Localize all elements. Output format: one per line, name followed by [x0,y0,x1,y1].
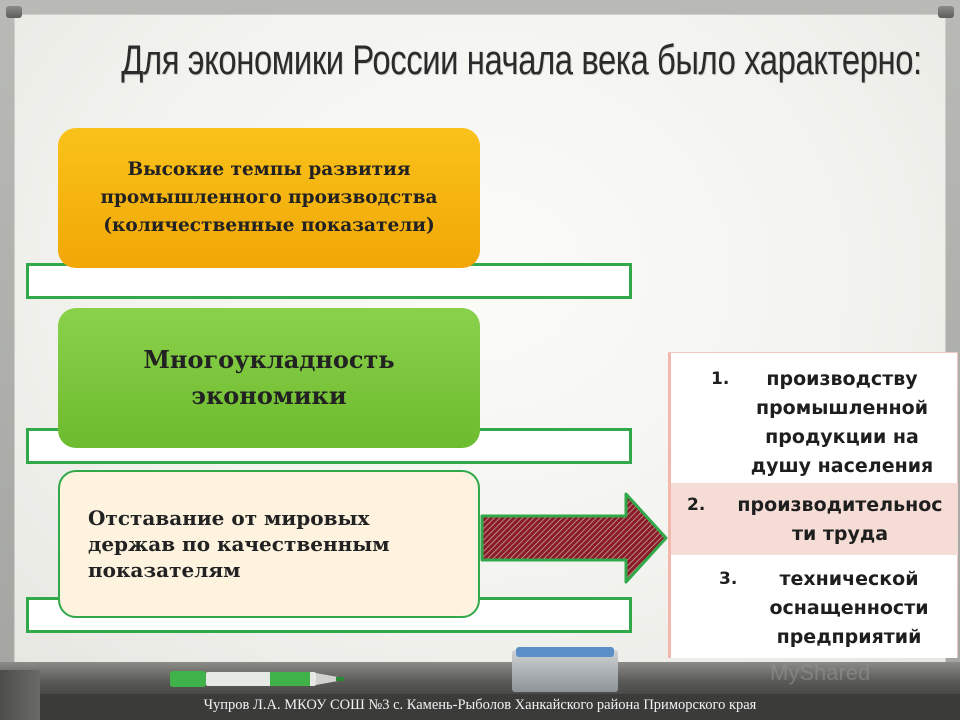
list-item: 1. производству промышленной продукции н… [671,357,958,483]
list-item: 3. технической оснащенности предприятий [671,557,958,657]
right-arrow-icon [480,492,668,584]
footer-strip [0,694,960,720]
list-item-text: производительнос ти труда [737,494,943,545]
author-footer: Чупров Л.А. МКОУ СОШ №3 с. Камень-Рыболо… [203,697,757,713]
high-growth-box: Высокие темпы развития промышленного про… [58,128,480,268]
eraser-icon [512,647,618,692]
list-item-text: производству промышленной продукции на д… [750,368,934,477]
tray-end-cap [0,670,40,720]
eraser-handle [516,647,614,657]
lagging-behind-box: Отставание от мировых держав по качестве… [58,470,480,618]
outline-bar-1 [26,263,632,299]
list-item-number: 1. [711,369,730,389]
watermark-logo: MyShared [770,660,871,685]
list-item-text: технической оснащенности предприятий [769,568,929,648]
board-clip-left [6,6,22,18]
list-item-number: 3. [719,569,738,589]
multistructure-box: Многоукладность экономики [58,308,480,448]
slide-title: Для экономики России начала века было ха… [121,36,922,83]
list-item: 2. производительнос ти труда [671,483,958,555]
board-tray [0,662,960,694]
list-item-number: 2. [687,495,706,515]
marker-icon [170,671,344,687]
board-clip-right [938,6,954,18]
comparison-list: 1. производству промышленной продукции н… [668,352,958,658]
